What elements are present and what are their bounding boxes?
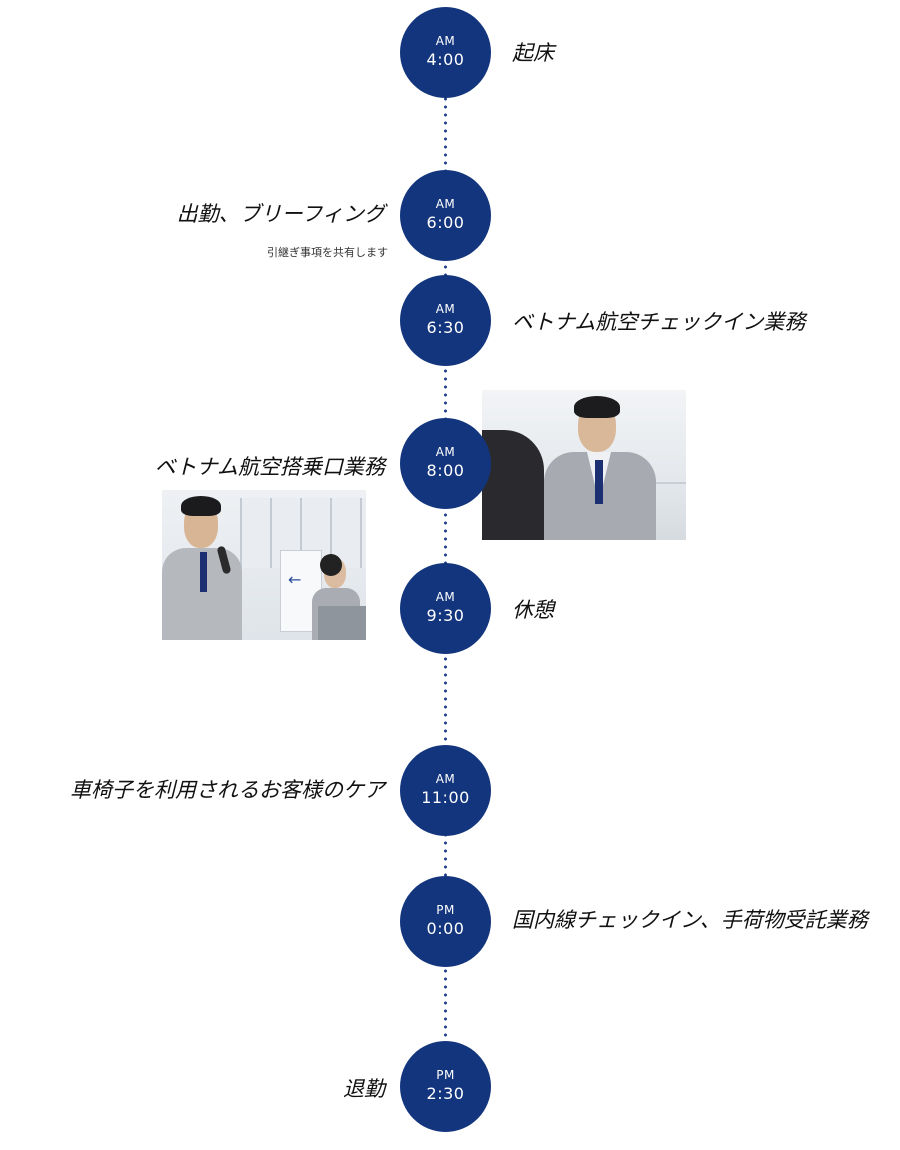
time-value: 4:00 — [426, 50, 465, 69]
checkin-agent-photo — [482, 390, 686, 540]
time-period: AM — [435, 197, 456, 211]
time-marker-0400: AM 4:00 — [400, 7, 491, 98]
time-marker-0800: AM 8:00 — [400, 418, 491, 509]
time-value: 0:00 — [426, 919, 465, 938]
time-period: AM — [435, 772, 456, 786]
time-value: 6:30 — [426, 318, 465, 337]
time-value: 11:00 — [421, 788, 470, 807]
event-briefing-note: 引継ぎ事項を共有します — [267, 246, 388, 259]
time-value: 2:30 — [426, 1084, 465, 1103]
time-period: AM — [435, 34, 456, 48]
event-vietnam-gate: ベトナム航空搭乗口業務 — [154, 455, 385, 479]
event-domestic-checkin: 国内線チェックイン、手荷物受託業務 — [512, 908, 868, 932]
time-marker-1100: AM 11:00 — [400, 745, 491, 836]
arrow-left-icon: ← — [288, 570, 302, 589]
time-period: AM — [435, 302, 456, 316]
event-briefing: 出勤、ブリーフィング — [176, 202, 385, 226]
time-period: AM — [435, 590, 456, 604]
event-break: 休憩 — [512, 598, 554, 622]
event-vietnam-checkin: ベトナム航空チェックイン業務 — [512, 310, 806, 334]
gate-announcement-photo: ← — [162, 490, 366, 640]
time-marker-1430: PM 2:30 — [400, 1041, 491, 1132]
time-period: AM — [435, 445, 456, 459]
time-marker-0630: AM 6:30 — [400, 275, 491, 366]
time-period: PM — [436, 1068, 455, 1082]
time-value: 6:00 — [426, 213, 465, 232]
event-wake-up: 起床 — [512, 41, 554, 65]
time-marker-0600: AM 6:00 — [400, 170, 491, 261]
time-value: 8:00 — [426, 461, 465, 480]
time-period: PM — [436, 903, 455, 917]
time-marker-1200: PM 0:00 — [400, 876, 491, 967]
event-wheelchair-care: 車椅子を利用されるお客様のケア — [70, 778, 385, 802]
time-marker-0930: AM 9:30 — [400, 563, 491, 654]
time-value: 9:30 — [426, 606, 465, 625]
event-leave-work: 退勤 — [343, 1077, 385, 1101]
